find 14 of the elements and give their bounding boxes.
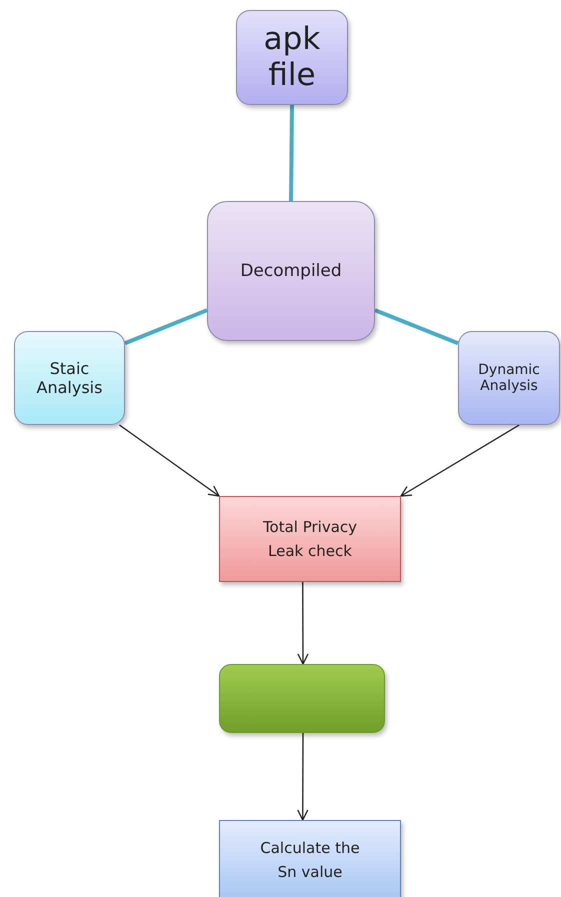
process-box: Dynamic Analysis	[458, 331, 560, 425]
process-box: Staic Analysis	[14, 331, 125, 425]
arrow	[400, 424, 520, 497]
connector-line	[374, 308, 459, 346]
arrow	[297, 733, 308, 821]
process-box	[219, 664, 385, 733]
process-box: Decompiled	[207, 201, 375, 341]
connector-line	[289, 104, 294, 202]
process-box: apk file	[236, 10, 348, 105]
process-box: Calculate the Sn value	[219, 820, 401, 897]
process-box: Total Privacy Leak check	[219, 496, 401, 582]
arrow	[297, 582, 309, 665]
arrow	[119, 424, 220, 497]
connector-line	[124, 308, 208, 346]
